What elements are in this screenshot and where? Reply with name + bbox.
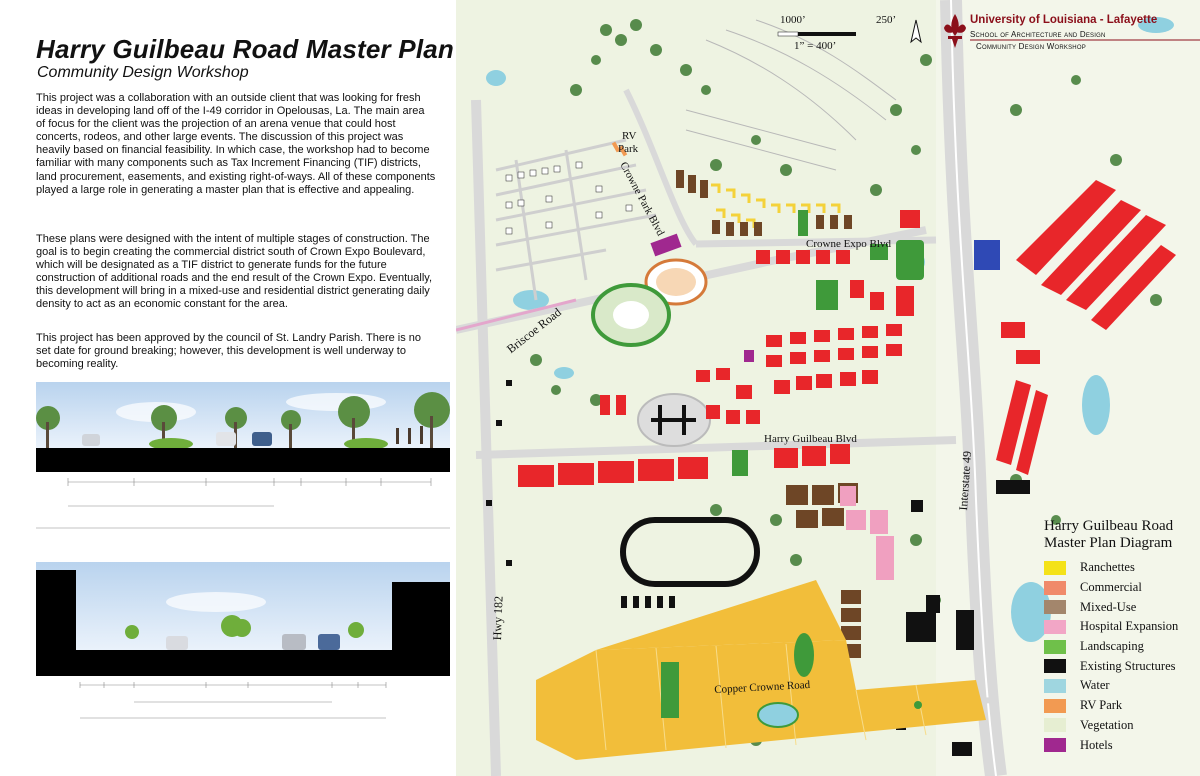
- legend-swatch: [1044, 580, 1066, 595]
- legend-item-rv-park: RV Park: [1040, 696, 1196, 716]
- legend-label: RV Park: [1080, 698, 1123, 713]
- legend-label: Hotels: [1080, 737, 1113, 752]
- master-plan-drawing: [456, 0, 1200, 776]
- legend-label: Hospital Expansion: [1080, 619, 1179, 634]
- legend-swatch: [1044, 560, 1066, 575]
- scale-ratio: 1” = 400’: [794, 40, 837, 52]
- scale-label-small: 250’: [876, 14, 897, 26]
- legend-swatch: [1044, 600, 1066, 615]
- legend-item-vegetation: Vegetation: [1040, 716, 1196, 736]
- workshop-name: Community Design Workshop: [976, 42, 1086, 51]
- legend-swatch: [1044, 659, 1066, 674]
- legend-swatch: [1044, 619, 1066, 634]
- map-label-park: Park: [618, 143, 639, 155]
- page-title: Harry Guilbeau Road Master Plan: [36, 34, 454, 64]
- legend-label: Landscaping: [1080, 639, 1144, 654]
- description-paragraph-2: These plans were designed with the inten…: [36, 233, 433, 311]
- university-branding: University of Louisiana - Lafayette Scho…: [940, 12, 1190, 62]
- legend-title: Harry Guilbeau Road Master Plan Diagram: [1044, 518, 1196, 552]
- legend-swatch: [1044, 698, 1066, 713]
- legend-item-hotels: Hotels: [1040, 735, 1196, 755]
- map-label-harry-guilbeau-blvd: Harry Guilbeau Blvd: [764, 433, 857, 445]
- page-subtitle: Community Design Workshop: [37, 64, 249, 81]
- map-label-crowne-expo-blvd: Crowne Expo Blvd: [806, 238, 891, 250]
- legend-item-mixed-use: Mixed-Use: [1040, 597, 1196, 617]
- legend-item-existing-structures: Existing Structures: [1040, 656, 1196, 676]
- street-section-urban: [36, 562, 450, 728]
- master-plan-map: RV Park Crowne Park Blvd Crowne Expo Blv…: [456, 0, 1200, 776]
- street-section-boulevard: [36, 382, 450, 550]
- legend-items: Ranchettes Commercial Mixed-Use Hospital…: [1040, 558, 1196, 755]
- description-paragraph-1: This project was a collaboration with an…: [36, 92, 436, 196]
- legend-item-commercial: Commercial: [1040, 578, 1196, 598]
- legend-swatch: [1044, 639, 1066, 654]
- legend-title-line1: Harry Guilbeau Road: [1044, 518, 1174, 534]
- legend-label: Commercial: [1080, 580, 1142, 595]
- legend-label: Ranchettes: [1080, 560, 1135, 575]
- legend-swatch: [1044, 738, 1066, 753]
- legend-item-hospital-expansion: Hospital Expansion: [1040, 617, 1196, 637]
- map-scale: 1000’ 250’ 1” = 400’: [770, 14, 905, 64]
- legend-label: Water: [1080, 678, 1110, 693]
- legend-label: Mixed-Use: [1080, 599, 1137, 614]
- map-legend: Harry Guilbeau Road Master Plan Diagram …: [1040, 518, 1196, 755]
- description-paragraph-3: This project has been approved by the co…: [36, 332, 422, 371]
- legend-swatch: [1044, 718, 1066, 733]
- school-name: School of Architecture and Design: [970, 30, 1106, 39]
- scale-label-large: 1000’: [780, 14, 806, 26]
- legend-label: Vegetation: [1080, 717, 1134, 732]
- legend-label: Existing Structures: [1080, 658, 1176, 673]
- map-label-rv: RV: [622, 130, 637, 142]
- street-section-boulevard-drawing: [36, 382, 450, 529]
- university-name: University of Louisiana - Lafayette: [970, 14, 1158, 26]
- street-section-urban-drawing: [36, 562, 450, 719]
- legend-item-water: Water: [1040, 676, 1196, 696]
- legend-item-landscaping: Landscaping: [1040, 637, 1196, 657]
- legend-item-ranchettes: Ranchettes: [1040, 558, 1196, 578]
- legend-swatch: [1044, 678, 1066, 693]
- legend-title-line2: Master Plan Diagram: [1044, 535, 1173, 551]
- map-label-hwy-182: Hwy 182: [490, 595, 506, 641]
